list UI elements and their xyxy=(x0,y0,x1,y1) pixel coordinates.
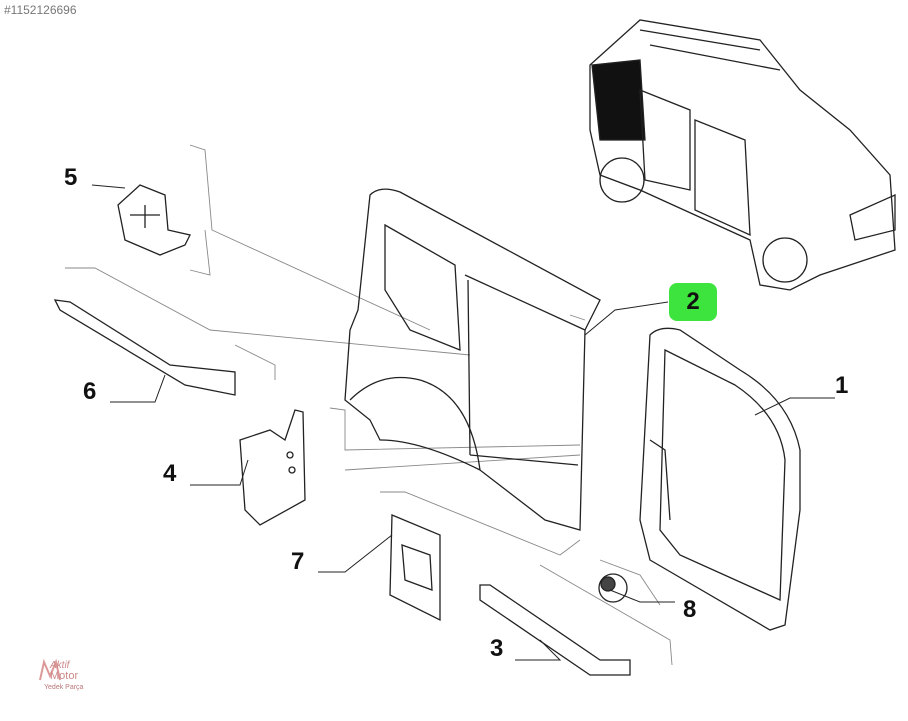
callout-4[interactable]: 4 xyxy=(163,460,177,487)
vehicle-thumbnail xyxy=(589,19,896,291)
part-8-plug xyxy=(598,573,628,603)
part-6-strip xyxy=(53,299,236,396)
callout-2-highlighted[interactable]: 2 xyxy=(669,283,717,321)
part-5-bracket xyxy=(117,184,191,256)
callout-7[interactable]: 7 xyxy=(291,548,305,575)
part-3-sill xyxy=(479,584,631,676)
callout-1[interactable]: 1 xyxy=(835,372,849,399)
part-7-plate xyxy=(389,514,441,622)
logo-tagline: Yedek Parça xyxy=(44,684,84,691)
part-2-side-panel xyxy=(344,188,601,531)
guide-lines xyxy=(65,144,673,666)
callout-8[interactable]: 8 xyxy=(683,596,697,623)
callout-6[interactable]: 6 xyxy=(83,378,97,405)
reference-number: #1152126696 xyxy=(4,3,77,17)
part-4-bracket xyxy=(239,409,306,526)
callout-3[interactable]: 3 xyxy=(490,635,504,662)
callout-leaders xyxy=(91,184,835,661)
callout-5[interactable]: 5 xyxy=(64,164,78,191)
logo-line1: Aktif xyxy=(50,660,70,671)
part-1-door-frame xyxy=(639,327,801,631)
logo-line2: Motor xyxy=(50,670,79,682)
